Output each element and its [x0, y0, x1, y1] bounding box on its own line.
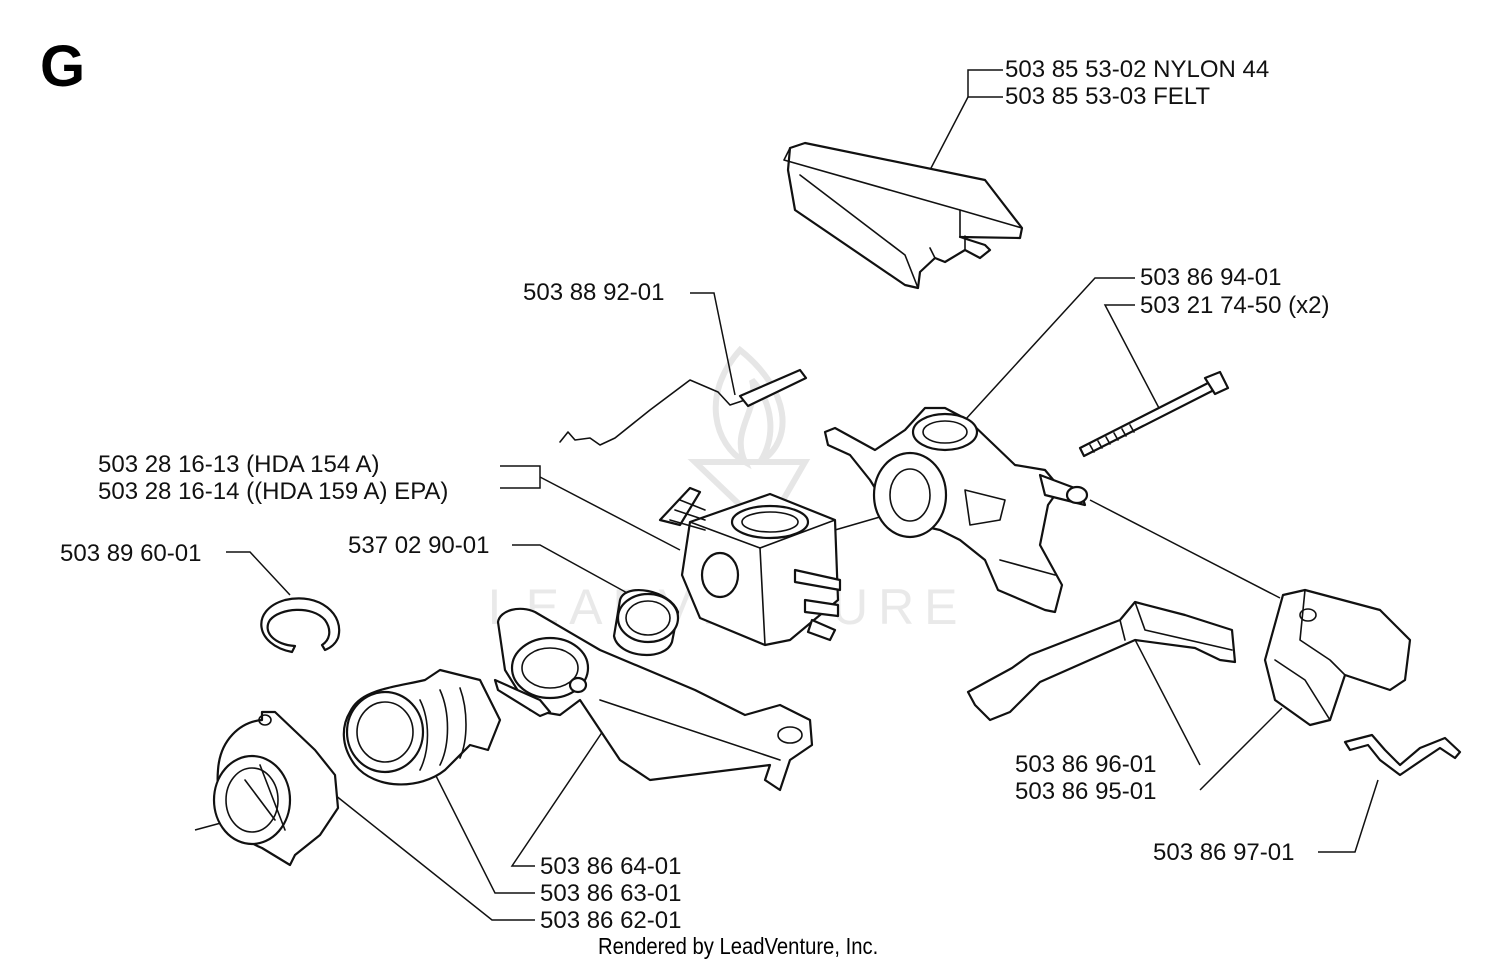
section-letter: G — [40, 34, 86, 99]
label-carb-holder: 503 86 94-01 — [1140, 264, 1282, 291]
label-bracket-upper: 503 86 96-01 — [1015, 751, 1157, 778]
footer-credit: Rendered by LeadVenture, Inc. — [598, 933, 879, 959]
label-spring-clip: 503 86 97-01 — [1153, 839, 1295, 866]
label-snap-ring: 503 89 60-01 — [60, 540, 202, 567]
label-choke-rod: 503 88 92-01 — [523, 279, 665, 306]
label-carburetor-hda159: 503 28 16-14 ((HDA 159 A) EPA) — [98, 478, 449, 505]
carb-holder — [823, 406, 1089, 614]
carburetor — [658, 486, 842, 647]
intake-hose — [342, 668, 502, 786]
label-air-filter-nylon: 503 85 53-02 NYLON 44 — [1005, 56, 1270, 83]
label-air-filter-felt: 503 85 53-03 FELT — [1005, 83, 1211, 110]
label-intake-flange: 503 86 64-01 — [540, 853, 682, 880]
intake-bellows — [612, 589, 680, 656]
label-bolt: 503 21 74-50 (x2) — [1140, 292, 1330, 319]
label-intake-bellows: 537 02 90-01 — [348, 532, 490, 559]
label-intake-hose: 503 86 63-01 — [540, 880, 682, 907]
choke-rod — [559, 368, 808, 446]
mounting-bolt — [1078, 370, 1230, 458]
intake-adapter — [212, 710, 340, 867]
label-carburetor-hda154: 503 28 16-13 (HDA 154 A) — [98, 451, 380, 478]
air-filter-cover — [783, 141, 1024, 290]
bracket-shroud — [1263, 588, 1412, 727]
label-intake-adapter: 503 86 62-01 — [540, 907, 682, 934]
spring-clip — [1343, 733, 1462, 777]
bracket-upper — [966, 600, 1237, 722]
snap-ring — [260, 597, 341, 654]
label-bracket-lower: 503 86 95-01 — [1015, 778, 1157, 805]
intake-flange — [493, 607, 814, 792]
